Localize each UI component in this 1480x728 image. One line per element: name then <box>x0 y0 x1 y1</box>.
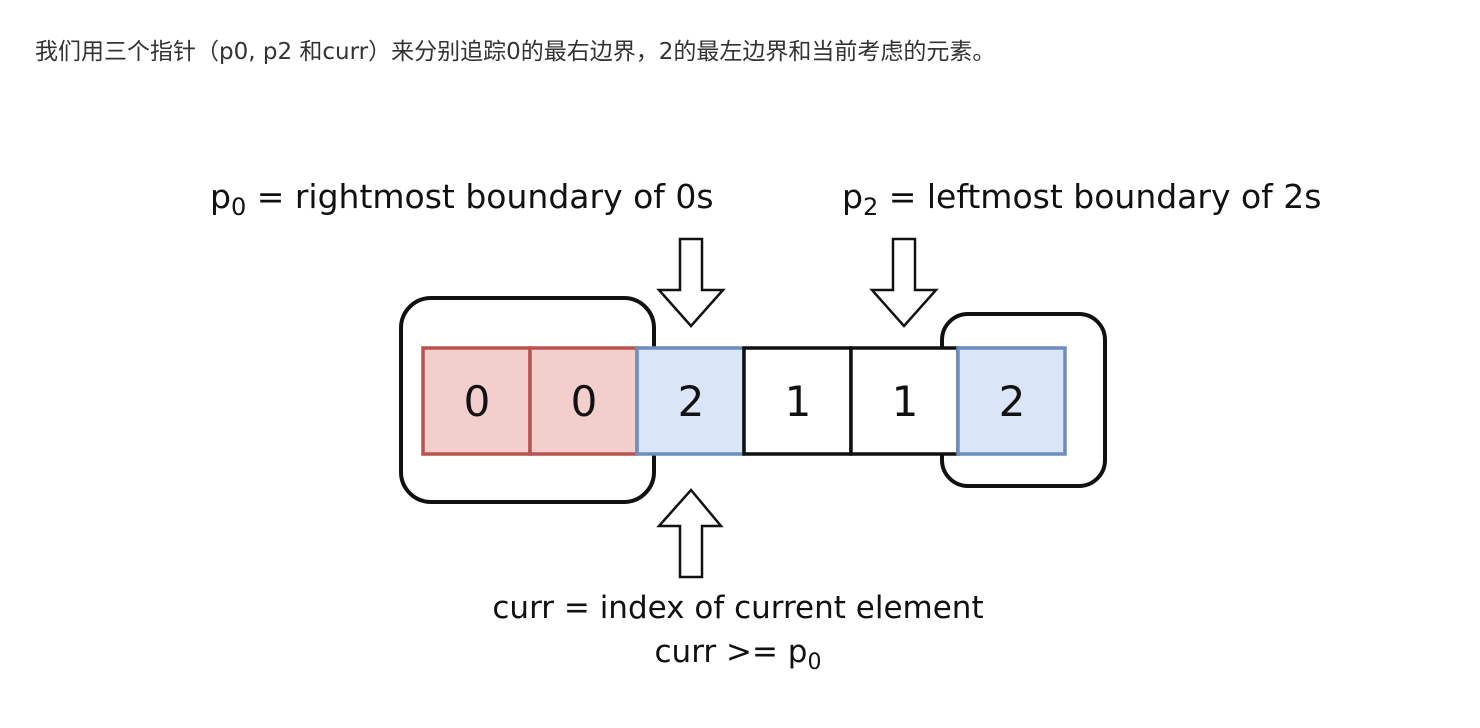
array-cell-5 <box>956 346 1067 456</box>
p0-label: p0 = rightmost boundary of 0s <box>210 177 714 221</box>
array-cell-value: 0 <box>571 377 598 426</box>
array-cell-2 <box>635 346 746 456</box>
p2-down-arrow <box>869 237 939 328</box>
array-cell-4 <box>849 346 960 456</box>
curr-label-line2-prefix: curr >= p <box>655 634 808 670</box>
p2-label: p2 = leftmost boundary of 2s <box>842 177 1321 221</box>
array-cell-value: 2 <box>678 377 705 426</box>
p2-label-text: = leftmost boundary of 2s <box>878 177 1321 216</box>
p2-label-subscript: 2 <box>863 193 878 221</box>
curr-label-line2-subscript: 0 <box>807 650 821 675</box>
p0-label-text: = rightmost boundary of 0s <box>246 177 713 216</box>
p2-label-base: p <box>842 177 863 216</box>
array-cell-value: 1 <box>785 377 812 426</box>
curr-label-line1: curr = index of current element <box>492 590 983 626</box>
intro-paragraph: 我们用三个指针（p0, p2 和curr）来分别追踪0的最右边界，2的最左边界和… <box>35 39 996 65</box>
curr-label-line2: curr >= p0 <box>655 634 822 675</box>
p0-label-subscript: 0 <box>231 193 246 221</box>
p0-label-base: p <box>210 177 231 216</box>
p0-down-arrow <box>656 237 726 328</box>
array-cell-value: 0 <box>464 377 491 426</box>
array-cell-value: 1 <box>892 377 919 426</box>
curr-up-arrow <box>656 488 724 579</box>
array-cell-value: 2 <box>999 377 1026 426</box>
array-cell-3 <box>742 346 853 456</box>
array-cell-1 <box>528 346 639 456</box>
